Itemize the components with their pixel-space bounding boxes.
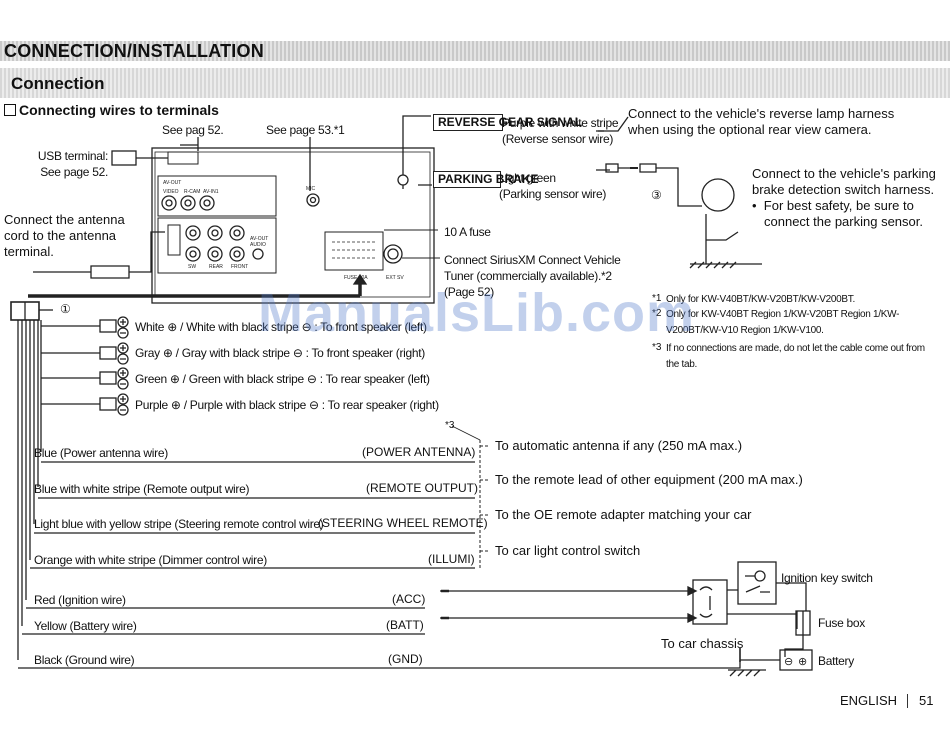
speaker-front-left: White ⊕ / White with black stripe ⊖ : To… (135, 320, 427, 334)
ignition-key-switch-label: Ignition key switch (781, 571, 873, 585)
star-3-mark: *3 (445, 420, 455, 431)
svg-text:AUDIO: AUDIO (250, 242, 266, 248)
footer-page-number: 51 (919, 693, 934, 708)
circle-1-marker: ① (60, 302, 71, 316)
circle-3-marker: ③ (651, 188, 662, 202)
battery-label: Battery (818, 654, 854, 668)
wire-battery-name: Yellow (Battery wire) (34, 619, 137, 633)
title-band (0, 41, 950, 61)
svg-text:⊕: ⊕ (798, 656, 807, 668)
footnote-1-text: Only for KW-V40BT/KW-V20BT/KW-V200BT. (666, 294, 855, 305)
footnote-2-text: Only for KW-V40BT Region 1/KW-V20BT Regi… (666, 309, 900, 336)
wire-steering-remote-dest: To the OE remote adapter matching your c… (495, 507, 752, 522)
svg-text:MIC: MIC (306, 186, 316, 192)
wire-power-antenna-dest: To automatic antenna if any (250 mA max.… (495, 438, 743, 453)
footer-language: ENGLISH (840, 693, 898, 708)
footer-divider (907, 694, 908, 708)
wire-remote-output-name: Blue with white stripe (Remote output wi… (34, 482, 250, 496)
svg-text:⊖: ⊖ (784, 656, 793, 668)
wire-steering-remote-name: Light blue with yellow stripe (Steering … (34, 517, 324, 531)
parking-bullet-text: For best safety, be sure to connect the … (763, 198, 923, 229)
reverse-description: Connect to the vehicle's reverse lamp ha… (628, 106, 895, 137)
wire-power-antenna-func: (POWER ANTENNA) (362, 445, 476, 459)
speaker-rear-right: Purple ⊕ / Purple with black stripe ⊖ : … (135, 398, 439, 412)
wire-ground-name: Black (Ground wire) (34, 653, 135, 667)
panel-av-out: AV-OUT (163, 180, 181, 186)
wire-power-antenna-name: Blue (Power antenna wire) (34, 446, 168, 460)
wire-ignition-func: (ACC) (392, 592, 426, 606)
reverse-wire-note: (Reverse sensor wire) (502, 132, 614, 146)
see-page-52: See pag 52. (162, 123, 224, 137)
wire-ground-func: (GND) (388, 652, 423, 666)
section-title: Connection (11, 74, 105, 93)
usb-terminal-note: USB terminal: See page 52. (37, 149, 108, 179)
parking-wire-note: (Parking sensor wire) (499, 187, 607, 201)
svg-text:SW: SW (188, 264, 196, 270)
subsection-label: Connecting wires to terminals (19, 102, 219, 118)
svg-text:AV-OUT: AV-OUT (250, 236, 268, 242)
wire-battery-func: (BATT) (386, 618, 424, 632)
parking-description: Connect to the vehicle's parking brake d… (752, 166, 936, 197)
wire-steering-remote-func: (STEERING WHEEL REMOTE) (318, 516, 488, 530)
svg-text:FRONT: FRONT (231, 264, 248, 270)
page-title: CONNECTION/INSTALLATION (4, 41, 264, 61)
parking-bullet: • For best safety, be sure to connect th… (752, 198, 923, 229)
reverse-gear-signal-box: REVERSE GEAR SIGNAL (433, 114, 582, 131)
parking-wire-color: Light green (499, 171, 556, 185)
car-chassis-label: To car chassis (661, 636, 744, 651)
unit-body (151, 147, 435, 304)
footnote-2-mark: *2 (652, 308, 662, 319)
wire-remote-output-dest: To the remote lead of other equipment (2… (495, 472, 803, 487)
svg-text:EXT SV: EXT SV (386, 275, 404, 281)
siriusxm-note: Connect SiriusXM Connect Vehicle Tuner (… (444, 253, 621, 299)
speaker-front-right: Gray ⊕ / Gray with black stripe ⊖ : To f… (135, 346, 425, 360)
speaker-rear-left: Green ⊕ / Green with black stripe ⊖ : To… (135, 372, 430, 386)
fuse-box-label: Fuse box (818, 616, 865, 630)
svg-text:FUSE 10A: FUSE 10A (344, 275, 368, 281)
see-page-53: See page 53.*1 (266, 123, 345, 137)
antenna-note: Connect the antenna cord to the antenna … (4, 212, 125, 259)
svg-text:VIDEO: VIDEO (163, 189, 179, 195)
watermark: ManualsLib.com (258, 283, 696, 343)
wire-dimmer-func: (ILLUMI) (428, 552, 475, 566)
svg-text:R-CAM: R-CAM (184, 189, 200, 195)
footnote-3-text: If no connections are made, do not let t… (666, 343, 925, 370)
fuse-note: 10 A fuse (444, 225, 491, 239)
checkbox-icon (4, 104, 16, 116)
reverse-wire-color: Purple with white stripe (502, 116, 619, 130)
footnote-1-mark: *1 (652, 293, 662, 304)
footnote-3-mark: *3 (652, 342, 662, 353)
wire-ignition-name: Red (Ignition wire) (34, 593, 126, 607)
subsection-title: Connecting wires to terminals (4, 102, 219, 118)
parking-brake-box: PARKING BRAKE (433, 171, 538, 188)
wire-dimmer-dest: To car light control switch (495, 543, 641, 558)
wire-remote-output-func: (REMOTE OUTPUT) (366, 481, 478, 495)
svg-text:AV-IN1: AV-IN1 (203, 189, 219, 195)
svg-text:REAR: REAR (209, 264, 223, 270)
section-band (0, 68, 950, 98)
wire-dimmer-name: Orange with white stripe (Dimmer control… (34, 553, 267, 567)
